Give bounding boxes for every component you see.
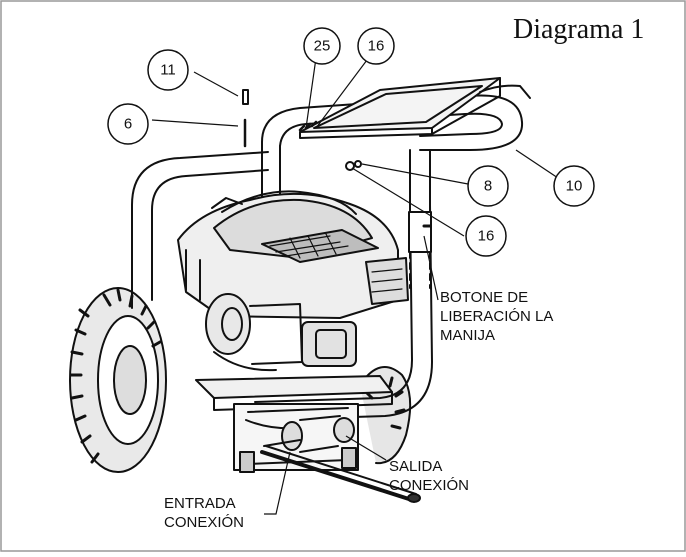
control-tray bbox=[299, 77, 531, 139]
diagram-title: Diagrama 1 bbox=[513, 14, 645, 45]
callout-16-bottom: 16 bbox=[465, 215, 507, 257]
frame-tube bbox=[131, 151, 433, 421]
outlet-line-1: SALIDA bbox=[389, 458, 443, 475]
handle-release-label: BOTONE DE LIBERACIÓN LA MANIJA bbox=[440, 288, 553, 345]
inlet-line-2: CONEXIÓN bbox=[164, 514, 245, 531]
engine bbox=[177, 190, 409, 372]
callout-25: 25 bbox=[303, 27, 341, 65]
callout-16-top: 16 bbox=[357, 27, 395, 65]
svg-text:16: 16 bbox=[478, 228, 495, 245]
handle-release-line-2: LIBERACIÓN LA bbox=[440, 308, 554, 325]
left-wheel bbox=[69, 287, 167, 473]
inlet-connection-label: ENTRADA CONEXIÓN bbox=[164, 494, 244, 532]
handle-release-line-1: BOTONE DE bbox=[440, 289, 529, 306]
callout-10: 10 bbox=[553, 165, 595, 207]
callout-6: 6 bbox=[107, 103, 149, 145]
svg-text:8: 8 bbox=[484, 178, 492, 195]
inlet-line-1: ENTRADA bbox=[164, 495, 236, 512]
callout-11: 11 bbox=[147, 49, 189, 91]
spray-wand bbox=[260, 445, 421, 503]
callout-8: 8 bbox=[467, 165, 509, 207]
pump-base bbox=[195, 375, 393, 473]
outlet-connection-label: SALIDA CONEXIÓN bbox=[389, 457, 469, 495]
svg-text:10: 10 bbox=[566, 178, 583, 195]
svg-text:11: 11 bbox=[160, 62, 176, 79]
svg-text:16: 16 bbox=[368, 38, 385, 55]
handle-release-line-3: MANIJA bbox=[440, 327, 496, 344]
svg-text:25: 25 bbox=[314, 38, 331, 55]
machine-illustration bbox=[69, 77, 531, 503]
outlet-line-2: CONEXIÓN bbox=[389, 477, 470, 494]
leader-lines bbox=[151, 55, 559, 515]
svg-text:6: 6 bbox=[124, 116, 132, 133]
